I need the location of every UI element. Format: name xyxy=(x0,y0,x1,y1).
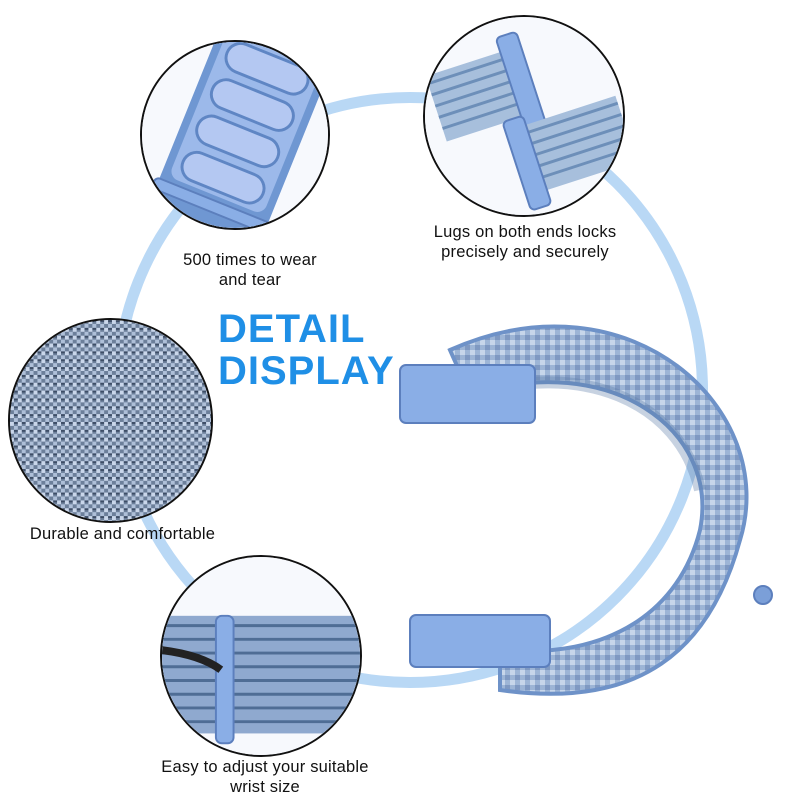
caption-wear-line2: and tear xyxy=(218,271,282,289)
caption-wear: 500 times to wear and tear xyxy=(150,250,350,290)
weave-texture-icon xyxy=(10,320,211,521)
tip-button-icon xyxy=(753,585,773,605)
title-line1: DETAIL xyxy=(218,307,366,351)
caption-wear-line1: 500 times to wear xyxy=(183,251,317,269)
lugs-bubble xyxy=(423,15,625,217)
buckle-bubble xyxy=(160,555,362,757)
caption-durable: Durable and comfortable xyxy=(10,524,235,544)
lugs-icon xyxy=(425,17,623,215)
page-title: DETAIL DISPLAY xyxy=(218,308,395,392)
caption-adjust: Easy to adjust your suitable wrist size xyxy=(145,757,385,797)
caption-lugs-line1: Lugs on both ends locks xyxy=(433,223,617,241)
caption-lugs: Lugs on both ends locks precisely and se… xyxy=(405,222,645,262)
title-line2: DISPLAY xyxy=(218,349,395,393)
caption-lugs-line2: precisely and securely xyxy=(441,243,609,261)
watch-band-image xyxy=(380,290,800,770)
buckle-loop-icon xyxy=(162,557,360,755)
caption-adjust-line2: wrist size xyxy=(230,778,300,796)
weave-bubble xyxy=(8,318,213,523)
loop-pads-bubble xyxy=(140,40,330,230)
loop-pads-icon xyxy=(142,42,328,228)
bottom-lug-icon xyxy=(409,614,551,668)
caption-adjust-line1: Easy to adjust your suitable xyxy=(161,758,369,776)
caption-durable-line1: Durable and comfortable xyxy=(29,525,216,543)
top-lug-icon xyxy=(399,364,536,424)
